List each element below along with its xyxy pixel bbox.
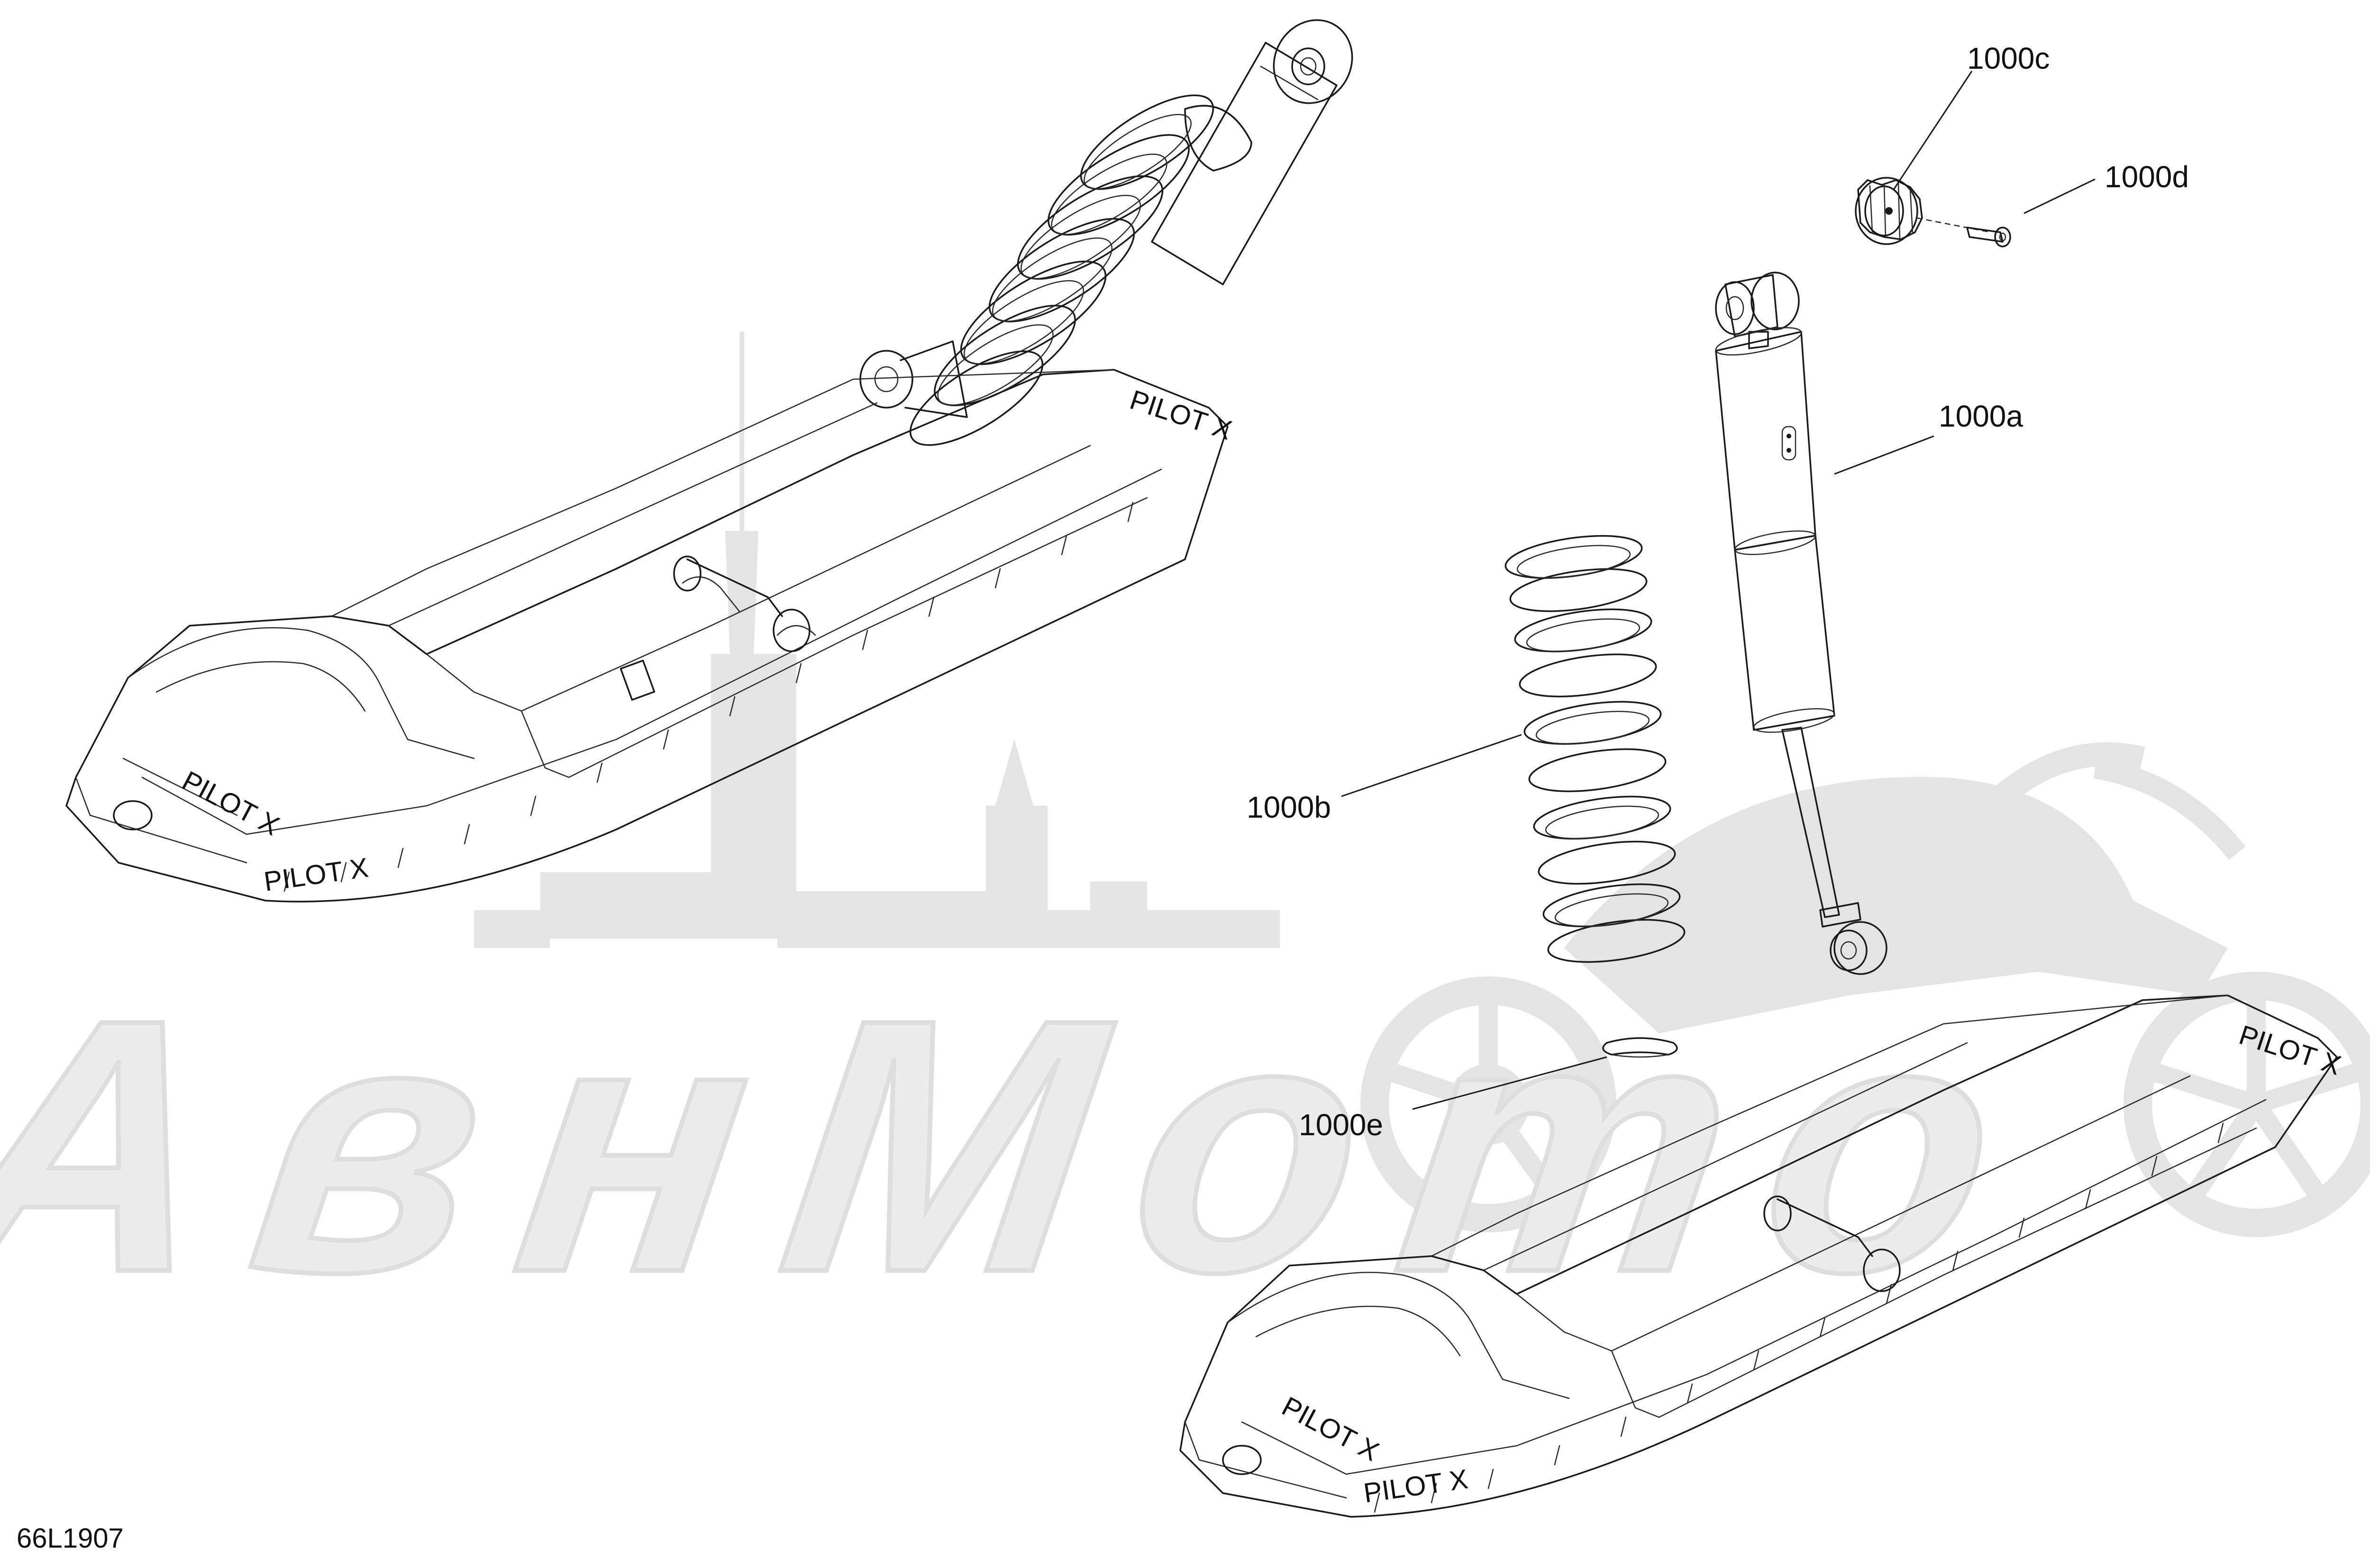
left-ski-badge-front: PILOT X (177, 765, 284, 841)
callout-1000e: 1000e (1299, 1108, 1383, 1142)
part-1000a-shock-absorber (1715, 272, 1887, 975)
leader-1000d (2024, 178, 2096, 214)
part-1000e-spring-seat (1602, 1037, 1678, 1058)
callout-1000a: 1000a (1939, 399, 2023, 433)
left-ski-badge-side: PILOT X (262, 852, 370, 897)
watermark: АвнМото (0, 332, 2370, 1349)
part-1000c-top-cap (1855, 177, 1923, 245)
leader-1000c (1893, 71, 1973, 190)
leader-1000a (1834, 435, 1934, 475)
callouts: 1000c 1000d 1000a 1000b 1000e (1247, 41, 2189, 1142)
watermark-skyline (474, 332, 1280, 948)
diagram-id: 66L1907 (17, 1523, 124, 1554)
callout-1000d: 1000d (2105, 160, 2189, 194)
leader-1000e (1412, 1056, 1607, 1110)
part-1000d-bolt (1966, 227, 2011, 247)
left-ski: PILOT X PILOT X PILOT X (65, 369, 1236, 903)
right-ski-badge-front: PILOT X (1277, 1391, 1384, 1467)
left-ski-badge-rear: PILOT X (1126, 384, 1236, 446)
watermark-motorcycle (1360, 742, 2370, 1237)
part-1000b-coil-spring (1504, 535, 1686, 963)
callout-1000b: 1000b (1247, 790, 1331, 824)
right-ski-badge-side: PILOT X (1362, 1464, 1470, 1509)
callout-1000c: 1000c (1967, 41, 2050, 75)
assembled-shock-absorber (859, 19, 1353, 446)
assembly-axis-line (1916, 217, 1992, 233)
watermark-text: АвнМото (0, 944, 2019, 1347)
leader-1000b (1341, 734, 1522, 797)
